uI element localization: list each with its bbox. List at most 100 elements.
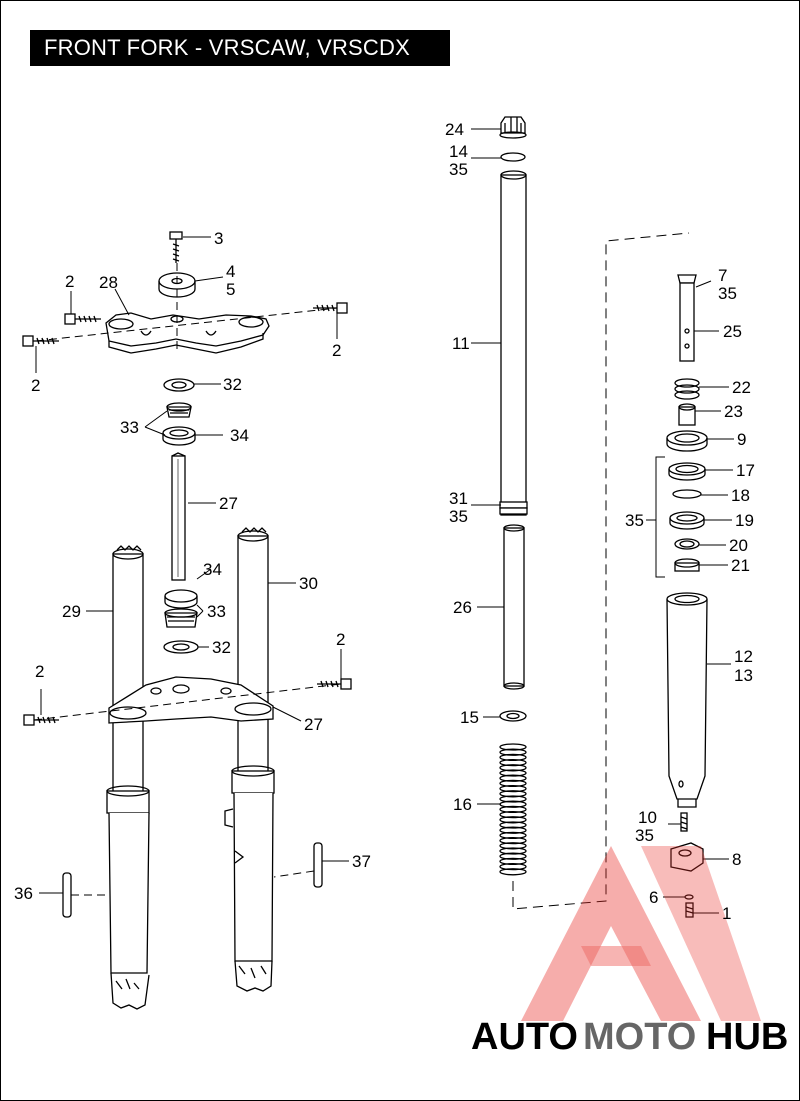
- callout-3: 3: [214, 229, 223, 248]
- part-cap-24: [499, 116, 527, 139]
- callout-2: 2: [31, 376, 40, 395]
- part-damper-rod-25: [677, 274, 697, 362]
- part-spring-22: [674, 378, 700, 400]
- spring-coil: [499, 784, 527, 793]
- callout-9: 9: [737, 430, 746, 449]
- callout-33: 33: [120, 418, 139, 437]
- callout-2: 2: [65, 272, 74, 291]
- callout-15: 15: [460, 708, 479, 727]
- spring-coil: [499, 831, 527, 840]
- callout-35: 35: [625, 511, 644, 530]
- callout-7: 7: [718, 266, 727, 285]
- part-o-ring-14: [500, 152, 526, 162]
- part-washer-19: [669, 511, 705, 530]
- spring-coil: [499, 769, 527, 777]
- part-bushing-20: [674, 538, 700, 550]
- callout-18: 18: [731, 486, 750, 505]
- spring-coil: [499, 862, 527, 871]
- spring-coil: [499, 764, 527, 772]
- watermark-text-auto: AUTO: [471, 1016, 578, 1058]
- callout-4: 4: [226, 262, 235, 281]
- callout-11: 11: [452, 334, 470, 353]
- callout-6: 6: [649, 888, 658, 907]
- callout-labels: 3 4 5 2 28 2 2 32 33 34 27 34 33 32 29 3…: [14, 120, 755, 923]
- callout-13: 13: [734, 666, 753, 685]
- callout-20: 20: [729, 536, 748, 555]
- callout-34: 34: [230, 426, 249, 445]
- part-screw-2-lower-bracket-left: [23, 714, 59, 726]
- part-slider-right: [224, 765, 275, 992]
- callout-37: 37: [352, 852, 371, 871]
- spring-coil: [499, 857, 527, 866]
- part-lower-bracket-27: [108, 676, 274, 724]
- spring-coil: [499, 836, 527, 845]
- callout-35: 35: [718, 284, 737, 303]
- spring-coil: [499, 842, 527, 850]
- callout-25: 25: [723, 322, 742, 341]
- callout-35: 35: [635, 826, 654, 845]
- callout-2: 2: [35, 662, 44, 681]
- spring-coil: [499, 790, 527, 798]
- spring-coil: [499, 826, 527, 834]
- callout-31: 31: [449, 489, 468, 508]
- callout-2: 2: [336, 630, 345, 649]
- callout-21: 21: [731, 556, 750, 575]
- part-clip-18: [672, 489, 702, 499]
- callout-10: 10: [638, 808, 657, 827]
- callout-19: 19: [735, 511, 754, 530]
- spring-coil: [499, 868, 527, 876]
- part-seal-9: [666, 430, 708, 452]
- part-bushing-23: [678, 403, 696, 426]
- part-upper-bracket-28: [105, 312, 270, 354]
- part-screw-1: [685, 902, 694, 918]
- callout-32: 32: [223, 375, 242, 394]
- part-fork-tube-29: [112, 545, 144, 793]
- part-stem-27: [171, 452, 186, 581]
- callout-1: 1: [722, 904, 731, 923]
- spring-coil: [499, 758, 527, 767]
- callout-5: 5: [226, 280, 235, 299]
- callout-28: 28: [99, 273, 118, 292]
- callout-27: 27: [219, 494, 238, 513]
- part-screw-10: [680, 812, 688, 832]
- part-bushing-21: [674, 558, 700, 572]
- part-slider-left: [106, 785, 150, 1010]
- callout-32: 32: [212, 638, 231, 657]
- spring-coil: [499, 779, 527, 788]
- spring-coil: [499, 821, 527, 829]
- watermark-text-moto: MOTO: [583, 1016, 696, 1058]
- part-reflector-37: [313, 842, 323, 888]
- callout-24: 24: [445, 120, 464, 139]
- part-slider-12-13: [666, 592, 708, 808]
- callout-26: 26: [453, 598, 472, 617]
- part-fork-tube-30: [237, 527, 269, 773]
- spring-coil: [499, 774, 527, 782]
- part-screw-3: [169, 231, 183, 263]
- callout-14: 14: [449, 142, 468, 161]
- callout-33: 33: [207, 602, 226, 621]
- part-bearing-33-upper: [166, 402, 192, 418]
- page-title: FRONT FORK - VRSCAW, VRSCDX: [30, 30, 450, 66]
- part-seal-32-lower: [163, 640, 199, 654]
- callout-8: 8: [732, 850, 741, 869]
- callout-29: 29: [62, 602, 81, 621]
- callout-35: 35: [449, 160, 468, 179]
- part-screw-2-upper-left: [64, 313, 101, 325]
- callout-34: 34: [203, 560, 222, 579]
- callout-12: 12: [734, 647, 753, 666]
- callout-35: 35: [449, 507, 468, 526]
- part-washer-15: [499, 710, 527, 722]
- part-spring-16: [499, 743, 527, 876]
- spring-coil: [499, 743, 527, 751]
- spring-coil: [499, 810, 527, 819]
- spring-coil: [499, 795, 527, 803]
- spring-coil: [499, 748, 527, 756]
- callout-16: 16: [453, 795, 472, 814]
- spring-coil: [499, 847, 527, 855]
- part-reflector-36: [62, 872, 72, 918]
- spring-coil: [499, 753, 527, 762]
- part-bearing-33-lower: [164, 608, 198, 628]
- spring-coil: [499, 816, 527, 824]
- spring-coil: [499, 805, 527, 814]
